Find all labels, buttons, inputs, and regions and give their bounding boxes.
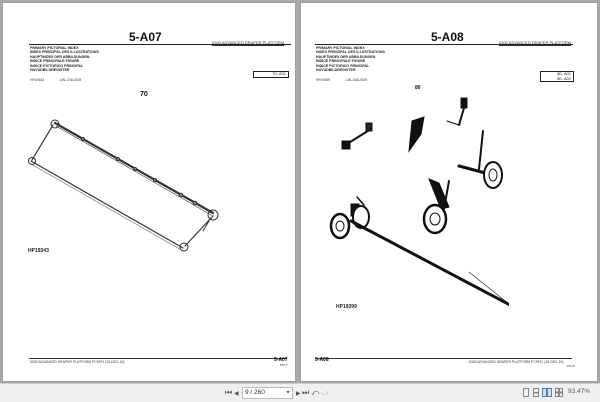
reference-box: 80- A01 80- A02: [540, 71, 574, 83]
footer-rule: [315, 358, 572, 359]
illustration-meta: HP19343 -UN-17AUG09: [30, 78, 82, 82]
footer-text: 6300 ADVANCED DRAPER PLATFORM PC9971 (16…: [469, 360, 564, 364]
footer-page-number: 5-A08: [315, 357, 329, 363]
header-rule: [315, 44, 573, 45]
page-left: 5-A07 6300 ADVANCED DRAPER PLATFORM PRIM…: [3, 3, 295, 381]
single-page-view-icon[interactable]: [522, 388, 530, 397]
first-page-button[interactable]: ⏮: [225, 388, 233, 397]
figure-id: HP19399: [336, 304, 357, 310]
zoom-level[interactable]: 93.47%: [568, 388, 591, 395]
forward-view-button[interactable]: ⤻: [321, 388, 330, 397]
footer-page-sub: PN=8: [567, 364, 575, 368]
footer-page-number: 5-A07: [274, 357, 288, 363]
two-page-view-icon[interactable]: [542, 388, 552, 397]
header-rule: [29, 44, 291, 45]
last-page-button[interactable]: ⏭: [302, 388, 310, 397]
reference-box: 70- A01: [253, 71, 289, 78]
product-name: 6300 ADVANCED DRAPER PLATFORM: [499, 40, 572, 45]
figure-number: 80: [415, 85, 421, 91]
back-view-button[interactable]: ⤺: [311, 388, 320, 397]
product-name: 6300 ADVANCED DRAPER PLATFORM: [212, 40, 285, 45]
index-titles: PRIMARY PICTORIAL INDEX INDEX PRINCIPAL …: [316, 46, 385, 73]
page-right: 5-A08 6300 ADVANCED DRAPER PLATFORM PRIM…: [301, 3, 597, 381]
viewer-toolbar: ⏮ ◀ 9 / 260 ▾ ▶ ⏭ ⤺ ⤻ 93.47%: [0, 383, 600, 402]
footer-page-sub: PN=7: [280, 363, 288, 367]
illustration-meta: HP19399 -UN-13AUG09: [316, 78, 368, 82]
continuous-view-icon[interactable]: [532, 388, 540, 397]
footer-rule: [29, 358, 287, 359]
footer-text: 6300 ADVANCED DRAPER PLATFORM PC9971 (16…: [30, 360, 125, 364]
page-title: 5-A07: [129, 30, 162, 44]
two-page-continuous-icon[interactable]: [555, 388, 563, 397]
figure-number: 70: [140, 91, 148, 98]
page-dropdown-toggle[interactable]: ▾: [284, 387, 293, 399]
draper-frame-illustration: [28, 119, 219, 252]
figure-id: HP19343: [28, 248, 49, 254]
page-number-input[interactable]: 9 / 260: [242, 387, 288, 399]
index-titles: PRIMARY PICTORIAL INDEX INDEX PRINCIPAL …: [30, 46, 99, 73]
page-title: 5-A08: [431, 30, 464, 44]
previous-page-button[interactable]: ◀: [234, 391, 239, 397]
next-page-button[interactable]: ▶: [296, 391, 301, 397]
transport-wheels-illustration: [329, 97, 509, 307]
document-viewport[interactable]: 5-A07 6300 ADVANCED DRAPER PLATFORM PRIM…: [0, 0, 600, 383]
